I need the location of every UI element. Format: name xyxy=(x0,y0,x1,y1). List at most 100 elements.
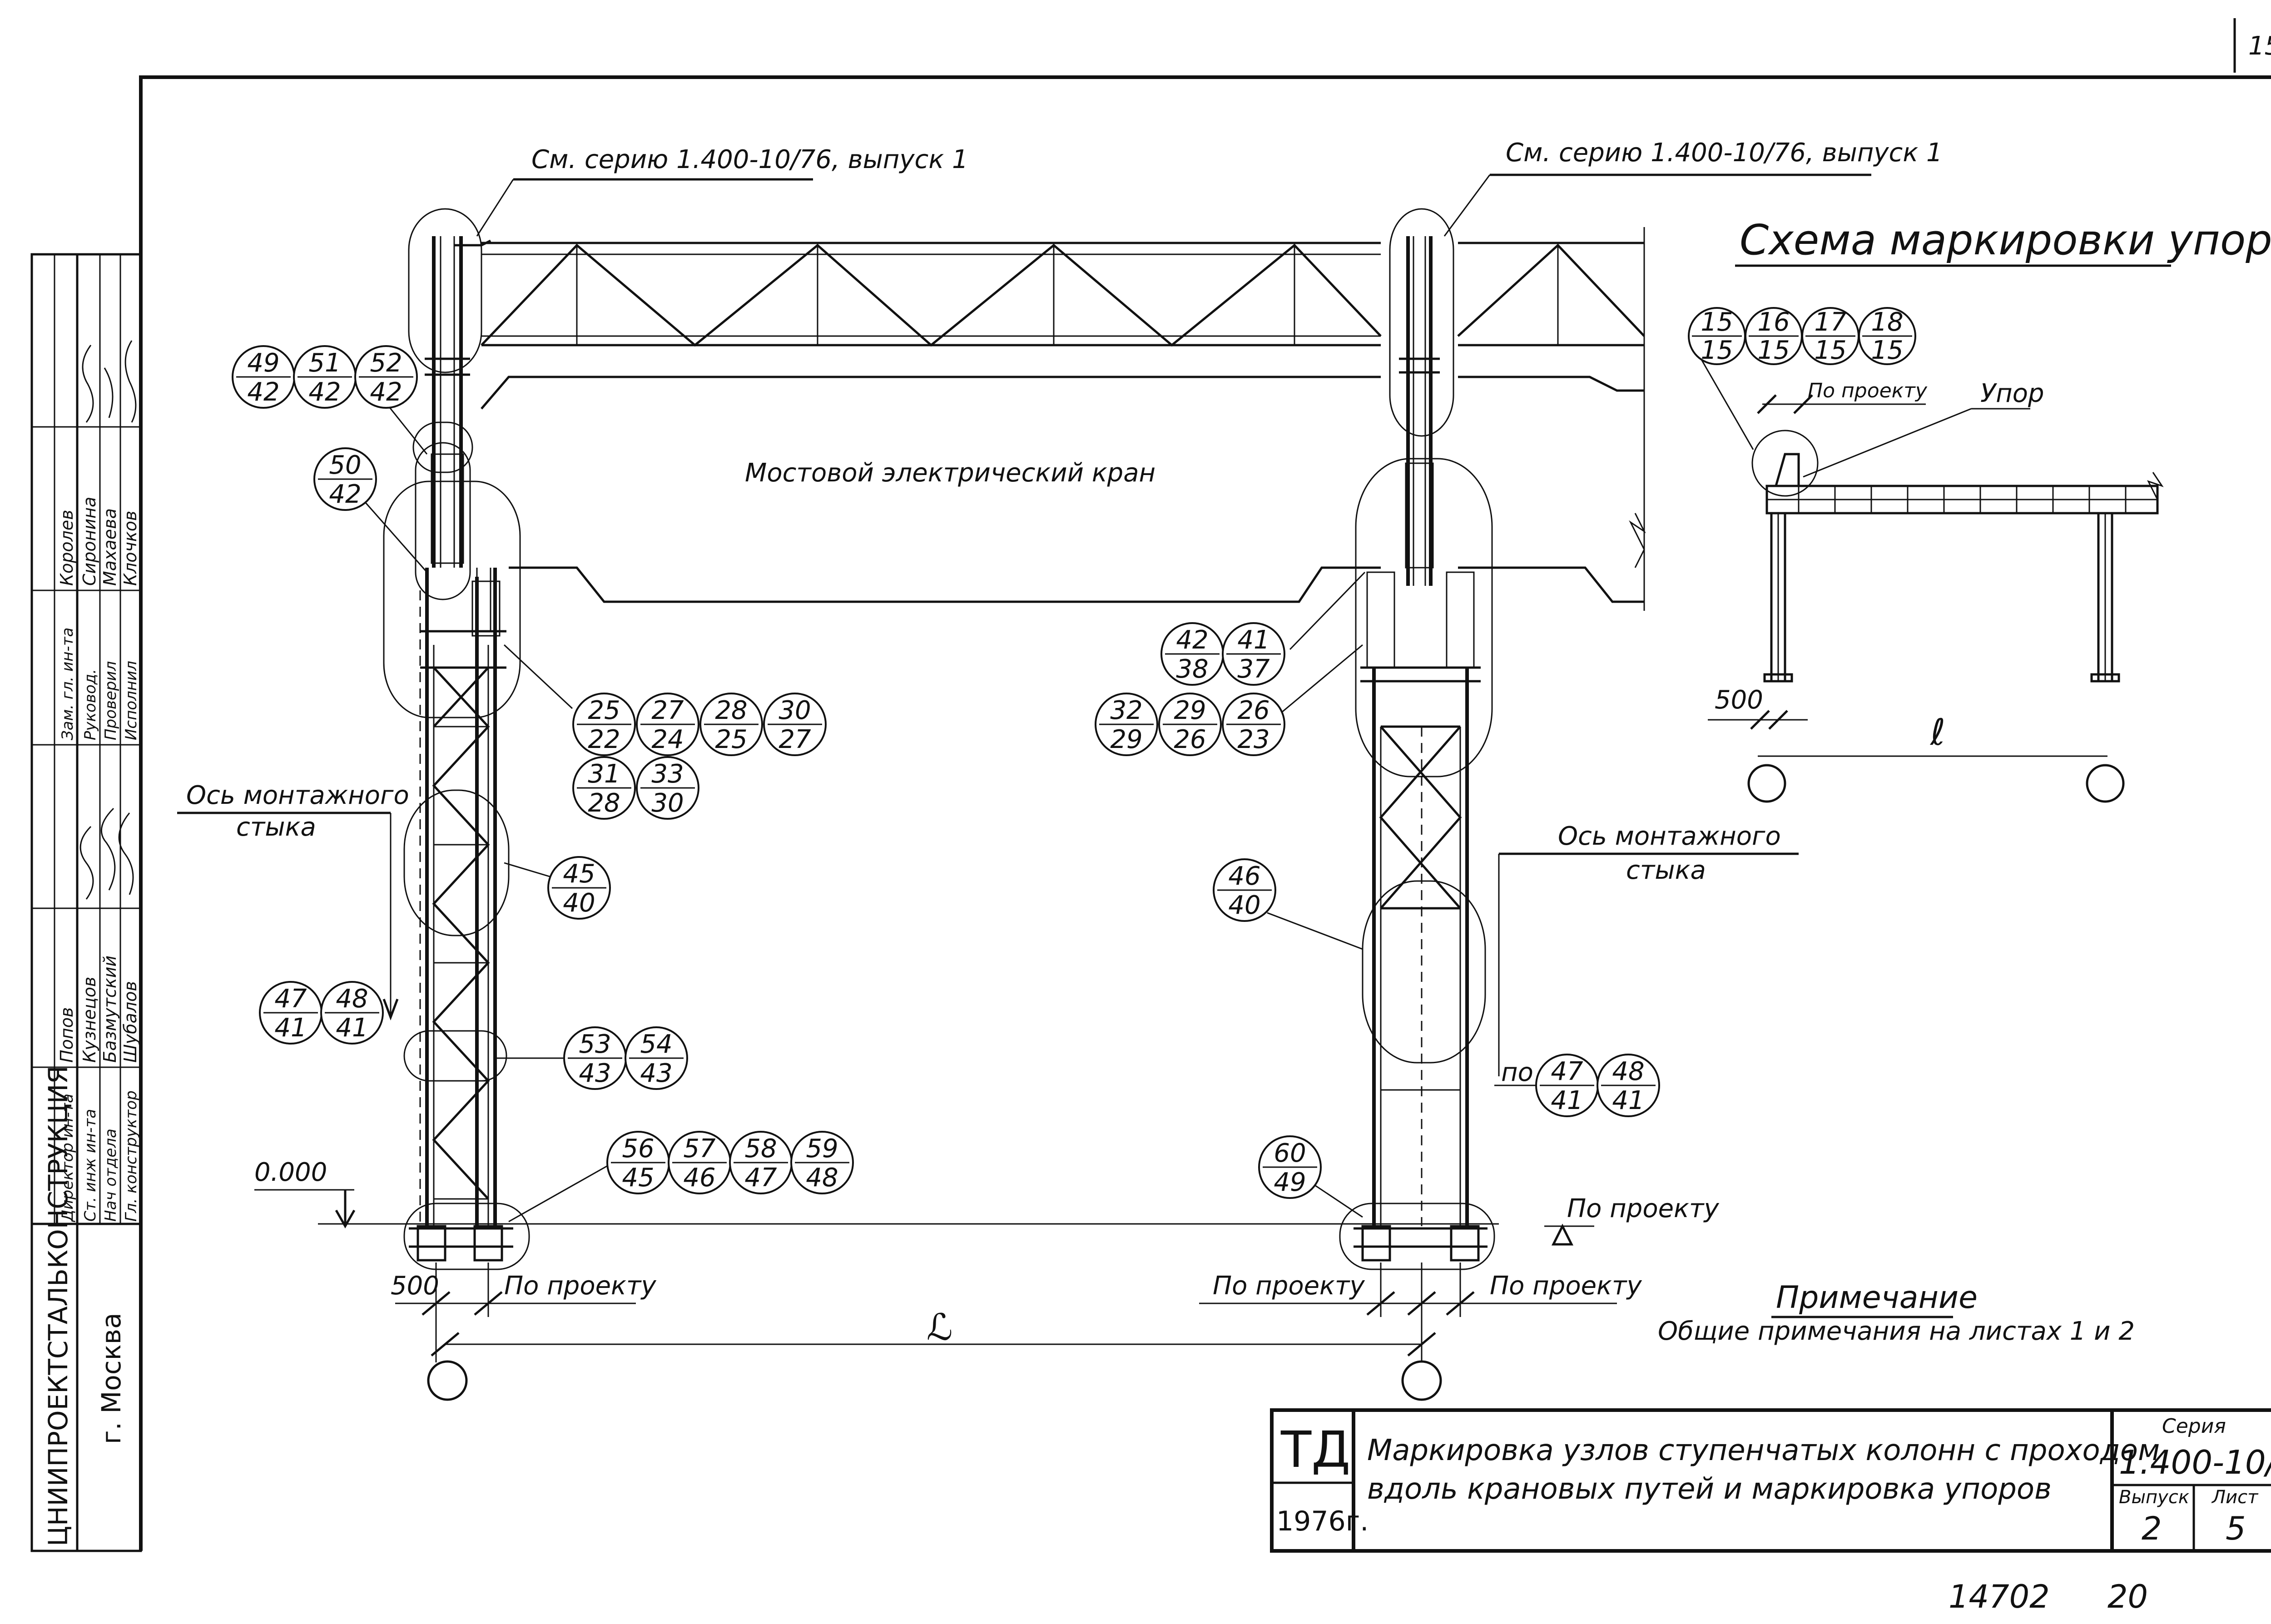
reference-left: См. серию 1.400-10/76, выпуск 1 xyxy=(476,145,968,237)
mark-bubble: 56 45 xyxy=(606,1131,670,1194)
svg-text:57: 57 xyxy=(683,1134,716,1164)
svg-text:24: 24 xyxy=(651,725,684,754)
stamp-role2-2: Проверил xyxy=(102,661,120,740)
svg-text:31: 31 xyxy=(588,759,620,789)
mark-bubble: 58 47 xyxy=(729,1131,793,1194)
svg-text:15: 15 xyxy=(1701,307,1733,337)
svg-text:47: 47 xyxy=(274,984,307,1014)
svg-text:60: 60 xyxy=(1274,1139,1306,1168)
svg-text:26: 26 xyxy=(1174,725,1206,754)
mark-bubble: 42 38 xyxy=(1160,622,1224,686)
svg-text:42: 42 xyxy=(370,377,402,407)
svg-text:46: 46 xyxy=(1228,862,1260,891)
dim-po-proektu-3: По проекту xyxy=(1490,1271,1642,1301)
mark-bubble: 26 23 xyxy=(1222,693,1285,756)
stamp-role-1: Гл. конструктор xyxy=(122,1090,140,1222)
mark-group-32-29-26: 32 29 29 26 26 23 xyxy=(1095,644,1363,756)
tb-title-1: Маркировка узлов ступенчатых колонн с пр… xyxy=(1367,1434,2160,1467)
stamp-name2-4: Королев xyxy=(57,510,77,586)
stamp-role2-4: Зам. гл. ин-та xyxy=(59,628,77,740)
svg-text:58: 58 xyxy=(744,1134,777,1164)
stamp-name-1: Шубалов xyxy=(120,981,140,1063)
mark-bubble: 54 43 xyxy=(625,1026,688,1090)
tb-title-2: вдоль крановых путей и маркировка упоров xyxy=(1367,1472,2052,1506)
svg-text:41: 41 xyxy=(1551,1086,1583,1115)
svg-text:37: 37 xyxy=(1237,654,1270,684)
po-prefix: по xyxy=(1501,1058,1533,1087)
scheme-span: ℓ xyxy=(1929,711,1945,753)
tb-td: ТД xyxy=(1280,1421,1350,1479)
svg-text:41: 41 xyxy=(336,1013,368,1043)
svg-text:27: 27 xyxy=(778,725,811,754)
svg-text:49: 49 xyxy=(1274,1168,1306,1197)
stamp-role2-3: Руковод. xyxy=(81,669,99,740)
svg-text:53: 53 xyxy=(579,1030,611,1059)
bridge-crane: Мостовой электрический кран xyxy=(481,376,1646,603)
scheme-wheel-right xyxy=(2086,764,2125,803)
svg-text:43: 43 xyxy=(579,1059,611,1088)
svg-text:54: 54 xyxy=(640,1030,672,1059)
stamp-name2-2: Махаева xyxy=(100,508,120,586)
mark-group-42-41: 42 38 41 37 xyxy=(1160,571,1366,686)
svg-text:51: 51 xyxy=(308,348,341,378)
mark-group-47-48-left: 47 41 48 41 xyxy=(259,981,384,1045)
note-title: Примечание xyxy=(1776,1280,1978,1316)
mark-bubble: 60 49 xyxy=(1258,1135,1322,1199)
crane-label: Мостовой электрический кран xyxy=(745,458,1155,488)
svg-text:28: 28 xyxy=(588,788,620,818)
axis-left-line1: Ось монтажного xyxy=(186,781,409,810)
svg-text:29: 29 xyxy=(1110,725,1142,754)
scheme-po-proektu: По проекту xyxy=(1808,379,1928,402)
mark-bubble: 17 15 xyxy=(1801,307,1859,365)
svg-text:22: 22 xyxy=(588,725,620,754)
stop-marking-scheme: Схема маркировки упоров 15 15 16 15 17 1… xyxy=(1688,216,2271,803)
mark-bubble: 52 42 xyxy=(354,345,418,409)
mark-bubble: 30 27 xyxy=(763,693,827,756)
svg-text:41: 41 xyxy=(274,1013,307,1043)
level-zero: 0.000 xyxy=(254,1158,327,1187)
axis-label-right: Ось монтажного стыка xyxy=(1498,822,1799,1076)
stamp-name2-3: Сиронина xyxy=(79,497,99,586)
title-block: ТД 1976г. Маркировка узлов ступенчатых к… xyxy=(1270,1408,2271,1553)
svg-text:15: 15 xyxy=(1871,336,1903,365)
svg-text:30: 30 xyxy=(778,696,811,725)
reference-right: См. серию 1.400-10/76, выпуск 1 xyxy=(1443,138,1943,237)
ground-level: 0.000 xyxy=(254,1158,1594,1246)
wheel-right xyxy=(1401,1360,1442,1401)
mark-bubble: 49 42 xyxy=(232,345,295,409)
wheel-left xyxy=(427,1360,468,1401)
axis-label-left: Ось монтажного стыка xyxy=(177,781,409,1021)
mark-bubble: 48 41 xyxy=(320,981,384,1045)
roof-truss xyxy=(454,227,1645,611)
svg-text:16: 16 xyxy=(1757,307,1790,337)
svg-text:42: 42 xyxy=(308,377,341,407)
mark-bubble: 28 25 xyxy=(699,693,763,756)
mark-bubble: 47 41 xyxy=(259,981,322,1045)
svg-text:42: 42 xyxy=(329,480,361,509)
svg-text:47: 47 xyxy=(744,1163,777,1193)
dimension-lines: 500 По проекту По проекту По проекту По … xyxy=(391,1194,1719,1401)
mark-bubble: 59 48 xyxy=(790,1131,854,1194)
mark-bubble: 46 40 xyxy=(1213,858,1276,922)
svg-text:27: 27 xyxy=(651,696,684,725)
dim-span-L: ℒ xyxy=(927,1306,953,1348)
reference-left-text: См. серию 1.400-10/76, выпуск 1 xyxy=(531,145,968,174)
mark-group-25-30: 25 22 27 24 28 25 30 27 xyxy=(503,644,827,756)
stamp-org: ЦНИИПРОЕКТСТАЛЬКОНСТРУКЦИЯ xyxy=(43,1066,74,1547)
svg-text:42: 42 xyxy=(1176,625,1208,655)
left-column xyxy=(383,208,530,1270)
svg-text:15: 15 xyxy=(1757,336,1790,365)
stamp-name-4: Попов xyxy=(57,1007,77,1063)
svg-text:48: 48 xyxy=(336,984,368,1014)
mark-group-31-33: 31 28 33 30 xyxy=(572,756,699,820)
svg-text:43: 43 xyxy=(640,1059,672,1088)
tb-sheet-label: Лист xyxy=(2211,1487,2259,1508)
page-number: 15 xyxy=(2248,31,2271,61)
scheme-upor-label: Упор xyxy=(1980,379,2044,408)
side-stamp: ЦНИИПРОЕКТСТАЛЬКОНСТРУКЦИЯ г. Москва Гл.… xyxy=(30,253,142,1552)
stamp-role-2: Нач отдела xyxy=(102,1129,120,1222)
svg-text:29: 29 xyxy=(1174,696,1206,725)
stamp-role2-1: Исполнил xyxy=(122,661,140,740)
mark-bubble: 25 22 xyxy=(572,693,636,756)
mark-bubble: 18 15 xyxy=(1858,307,1916,365)
